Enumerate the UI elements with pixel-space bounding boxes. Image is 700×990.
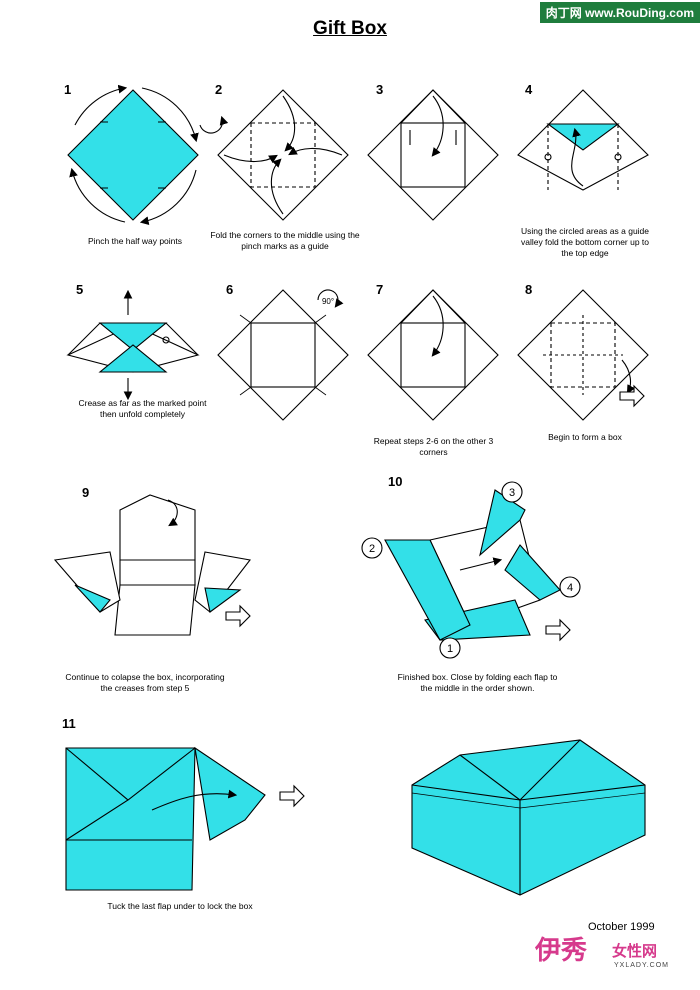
step-10-caption: Finished box. Close by folding each flap… <box>397 672 558 693</box>
step-number-11: 11 <box>62 716 76 731</box>
step-11-diagram <box>65 746 305 891</box>
order-marker-1: 1 <box>447 643 453 655</box>
step-number-10: 10 <box>388 474 403 489</box>
step-number-9: 9 <box>82 485 90 500</box>
step-1-diagram <box>67 84 199 225</box>
step-7-diagram <box>367 289 499 421</box>
page-title: Gift Box <box>313 18 387 39</box>
step-4-diagram <box>517 89 649 191</box>
step-8-diagram <box>517 289 649 421</box>
step-2-diagram <box>199 89 349 221</box>
copyright-text: October 1999 <box>588 921 655 933</box>
order-marker-2: 2 <box>369 543 375 555</box>
step-6-diagram <box>217 289 349 421</box>
step-number-1: 1 <box>64 82 72 97</box>
step-8-caption: Begin to form a box <box>548 432 622 442</box>
step-11-caption: Tuck the last flap under to lock the box <box>107 901 253 911</box>
step-number-7: 7 <box>376 282 384 297</box>
step-4-caption: Using the circled areas as a guide valle… <box>520 226 650 258</box>
site-watermark: 肉丁网 www.RouDing.com <box>539 2 700 23</box>
rotation-label: 90° <box>322 297 334 306</box>
step-5-diagram <box>66 289 200 401</box>
step-10-diagram <box>361 481 581 659</box>
brand-url: YXLADY.COM <box>614 962 669 969</box>
order-marker-3: 3 <box>509 487 515 499</box>
step-5-caption: Crease as far as the marked point then u… <box>78 398 207 419</box>
step-number-4: 4 <box>525 82 533 97</box>
step-number-2: 2 <box>215 82 223 97</box>
step-9-caption: Continue to colapse the box, incorporati… <box>65 672 225 693</box>
step-number-5: 5 <box>76 282 84 297</box>
step-2-caption: Fold the corners to the middle using the… <box>210 230 360 251</box>
step-number-3: 3 <box>376 82 384 97</box>
step-9-diagram <box>53 494 251 636</box>
step-7-caption: Repeat steps 2-6 on the other 3 corners <box>373 436 494 457</box>
brand-logo-sub: 女性网 <box>612 942 658 960</box>
step-number-8: 8 <box>525 282 533 297</box>
order-marker-4: 4 <box>567 582 573 594</box>
step-number-6: 6 <box>226 282 234 297</box>
step-3-diagram <box>367 89 499 221</box>
brand-logo: 伊秀 <box>535 936 588 966</box>
step-1-caption: Pinch the half way points <box>87 236 183 246</box>
finished-box-diagram <box>411 739 646 896</box>
